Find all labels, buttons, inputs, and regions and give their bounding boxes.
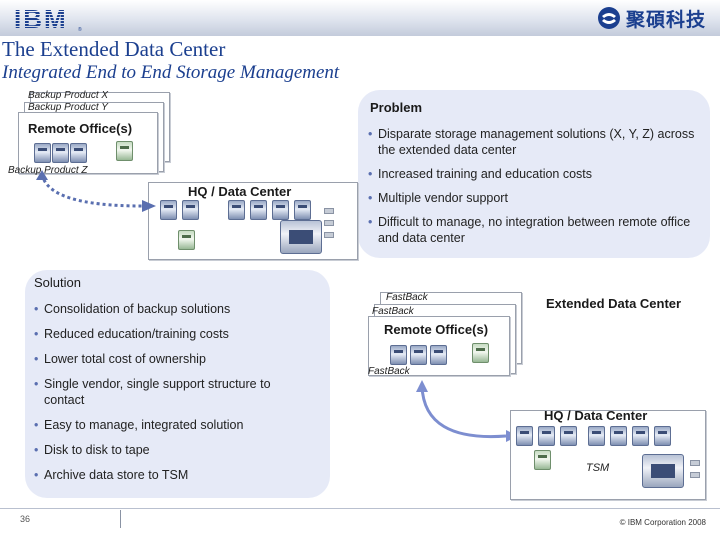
server-icon	[654, 426, 671, 446]
storage-icon	[534, 450, 551, 470]
solution-bullet: Archive data store to TSM	[34, 467, 314, 483]
disk-icon	[324, 208, 334, 214]
problem-list: Disparate storage management solutions (…	[368, 126, 704, 246]
problem-bullet: Increased training and education costs	[368, 166, 704, 182]
backup-product-x-label: Backup Product X	[28, 90, 109, 101]
tape-library-icon	[642, 454, 684, 488]
storage-icon	[472, 343, 489, 363]
backup-product-y-label: Backup Product Y	[28, 102, 108, 113]
copyright: © IBM Corporation 2008	[619, 518, 706, 527]
disk-icon	[690, 460, 700, 466]
storage-icon	[178, 230, 195, 250]
server-icon	[632, 426, 649, 446]
partner-mark-icon	[597, 7, 620, 29]
storage-icon	[116, 141, 133, 161]
footer-divider	[0, 508, 720, 509]
server-icon	[588, 426, 605, 446]
server-icon	[430, 345, 447, 365]
server-icon	[52, 143, 69, 163]
tape-library-icon	[280, 220, 322, 254]
ibm-logo: IBM ®	[14, 6, 82, 32]
dotted-arrow	[36, 170, 156, 212]
problem-bullet: Difficult to manage, no integration betw…	[368, 214, 704, 246]
solution-heading: Solution	[34, 275, 81, 290]
problem-bullet: Disparate storage management solutions (…	[368, 126, 704, 158]
header-bar: IBM ® 聚碩科技	[0, 0, 720, 36]
hq-label: HQ / Data Center	[544, 408, 648, 423]
backup-product-z-label: Backup Product Z	[8, 165, 88, 176]
curved-arrow	[416, 380, 518, 442]
server-icon	[272, 200, 289, 220]
server-icon	[250, 200, 267, 220]
server-icon	[160, 200, 177, 220]
page-subtitle: Integrated End to End Storage Management	[2, 62, 340, 83]
ibm-logo-text: IBM	[14, 6, 68, 32]
svg-text:®: ®	[78, 26, 82, 32]
footer-separator	[120, 510, 121, 528]
server-icon	[228, 200, 245, 220]
hq-box	[148, 182, 358, 260]
server-icon	[516, 426, 533, 446]
server-icon	[560, 426, 577, 446]
page-number: 36	[20, 514, 31, 524]
server-icon	[182, 200, 199, 220]
solution-bullet: Consolidation of backup solutions	[34, 301, 314, 317]
disk-icon	[324, 220, 334, 226]
remote-office-label: Remote Office(s)	[384, 322, 489, 337]
disk-icon	[324, 232, 334, 238]
server-icon	[538, 426, 555, 446]
extended-data-center-label: Extended Data Center	[546, 296, 682, 311]
server-icon	[34, 143, 51, 163]
server-icon	[390, 345, 407, 365]
solution-bullet: Reduced education/training costs	[34, 326, 314, 342]
remote-office-label: Remote Office(s)	[28, 121, 133, 136]
solution-list: Consolidation of backup solutions Reduce…	[34, 301, 314, 483]
server-icon	[294, 200, 311, 220]
problem-heading: Problem	[370, 100, 423, 115]
solution-bullet: Disk to disk to tape	[34, 442, 314, 458]
problem-bullet: Multiple vendor support	[368, 190, 704, 206]
server-icon	[70, 143, 87, 163]
fastback-label: FastBack	[386, 292, 428, 303]
partner-logo: 聚碩科技	[596, 6, 706, 31]
hq-label: HQ / Data Center	[188, 184, 292, 199]
solution-bullet: Single vendor, single support structure …	[34, 376, 314, 408]
fastback-label: FastBack	[368, 366, 410, 377]
server-icon	[410, 345, 427, 365]
fastback-label: FastBack	[372, 306, 414, 317]
tsm-label: TSM	[586, 462, 610, 474]
solution-bullet: Easy to manage, integrated solution	[34, 417, 314, 433]
page-title: The Extended Data Center	[2, 37, 226, 61]
disk-icon	[690, 472, 700, 478]
solution-bullet: Lower total cost of ownership	[34, 351, 314, 367]
server-icon	[610, 426, 627, 446]
partner-name: 聚碩科技	[625, 8, 706, 31]
